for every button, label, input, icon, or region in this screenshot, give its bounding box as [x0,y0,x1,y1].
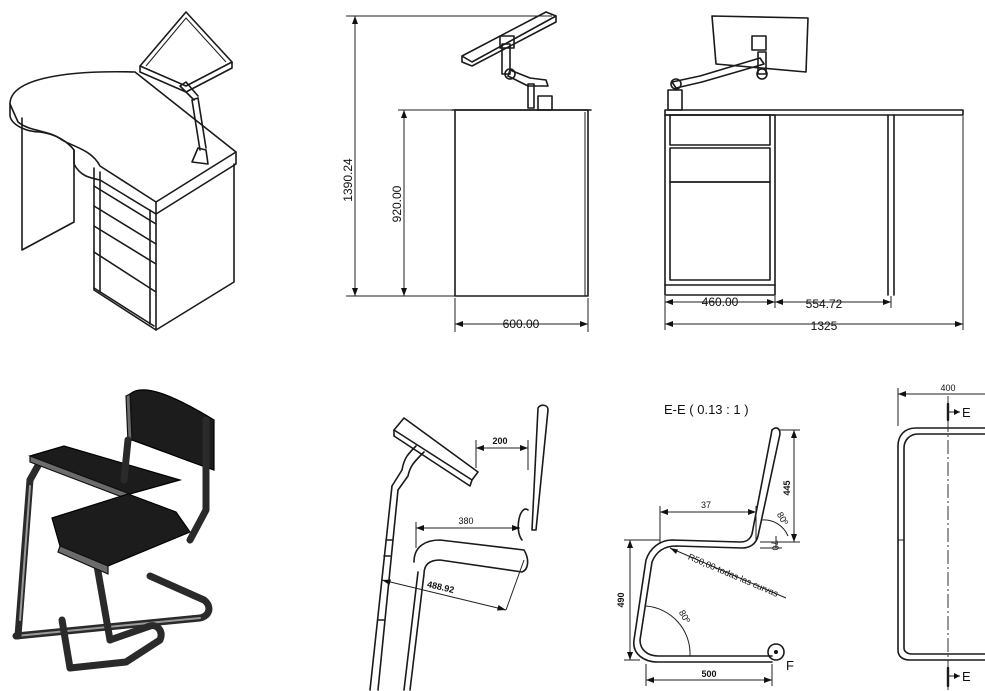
section-title: E-E ( 0.13 : 1 ) [664,402,749,417]
cut-e-top-label: E [962,405,971,420]
chair-line-view [369,404,549,691]
diagonal-label: 488.92 [426,579,455,595]
chair-section-view [624,427,800,686]
back-height-label: 445 [782,480,792,495]
desk-side-view [346,11,592,332]
seat-length-label: 37 [701,500,711,510]
total-width-label: 1325 [811,319,838,333]
table-offset-label: 200 [492,436,507,446]
seat-depth-label: 380 [458,516,473,526]
chair-isometric-view [12,389,215,672]
detail-f-label: F [786,658,794,673]
cut-e-bottom-label: E [962,669,971,684]
desk-isometric-view [9,11,237,331]
leg-gap-label: 554.72 [806,297,843,311]
desk-front-view [664,15,964,330]
seat-height-label: 490 [616,592,626,607]
cabinet-width-label: 460.00 [702,295,739,309]
small-dim-label: 70 [769,540,781,552]
back-angle-label: 80º [775,510,791,527]
width-400-label: 400 [940,383,955,393]
height-total-label: 1390.24 [341,158,355,202]
base-length-label: 500 [701,669,716,679]
chair-front-view [897,388,985,690]
height-desk-label: 920.00 [390,185,404,222]
radius-note-label: R50,00-todas las curvas [687,552,781,599]
depth-label: 600.00 [503,317,540,331]
